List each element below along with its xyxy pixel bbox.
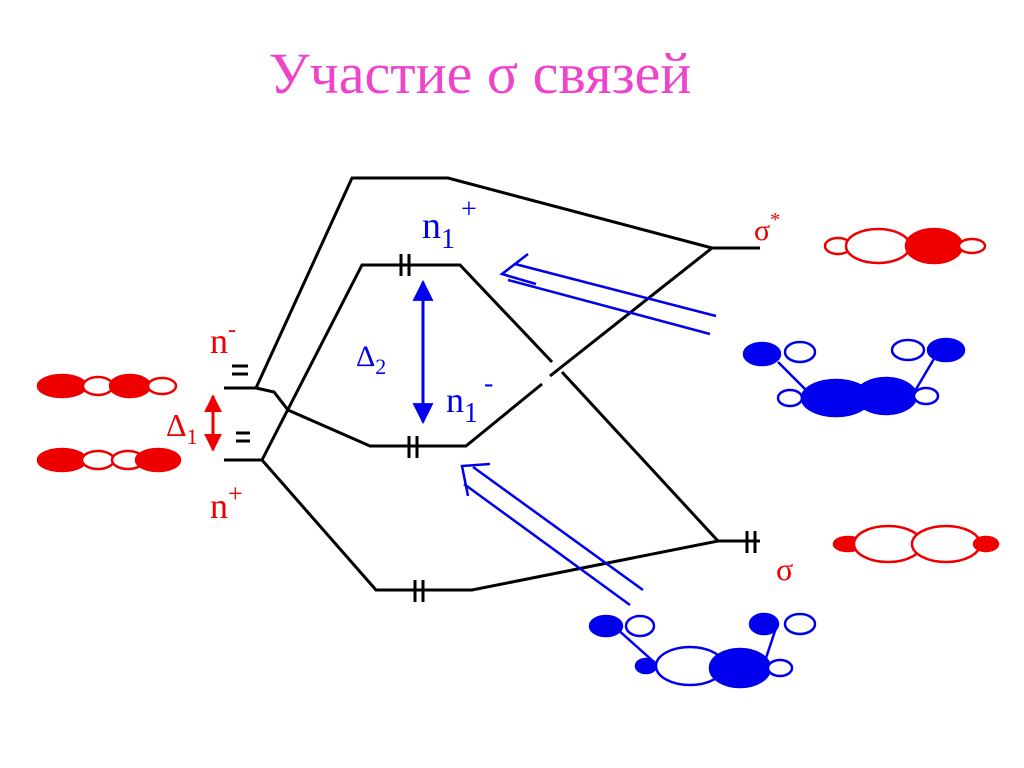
correlation-lines <box>224 176 760 592</box>
orbital-n-plus-icon <box>36 447 182 473</box>
interaction-arrow-upper <box>499 253 717 336</box>
orbital-sigma-star-icon <box>823 227 987 265</box>
orbital-n-minus-icon <box>36 373 178 399</box>
label-delta2: Δ2 <box>356 340 386 379</box>
electrons-bottom-level <box>413 580 425 602</box>
orbital-blue-upper-icon <box>742 337 966 418</box>
label-n1-plus: n1+ <box>422 194 477 255</box>
line-n-minus-to-n1-minus <box>255 382 543 448</box>
orbital-sigma-icon <box>832 524 1000 564</box>
line-n-plus-to-n1-plus <box>260 263 554 461</box>
electron-pairs <box>232 254 757 602</box>
label-n-plus: n+ <box>210 479 243 526</box>
label-sigma-star: σ* <box>754 209 780 247</box>
electrons-n-plus <box>236 431 250 443</box>
label-n-minus: n- <box>210 317 236 361</box>
slide-title: Участие σ связей <box>268 41 692 106</box>
line-n-plus-to-sigma-bonding <box>260 459 760 592</box>
label-n1-minus: n1- <box>446 368 493 429</box>
label-sigma: σ <box>776 551 793 587</box>
electrons-sigma <box>745 531 757 553</box>
label-delta1: Δ1 <box>166 407 198 449</box>
electrons-n1-plus <box>399 254 411 276</box>
electrons-n-minus <box>232 364 248 376</box>
line-n-minus-to-sigma-star <box>254 176 760 389</box>
interaction-arrow-lower <box>460 462 644 607</box>
line-n1-plus-to-sigma <box>560 370 720 543</box>
electrons-n1-minus <box>407 436 419 458</box>
orbital-blue-lower-icon <box>588 612 817 689</box>
